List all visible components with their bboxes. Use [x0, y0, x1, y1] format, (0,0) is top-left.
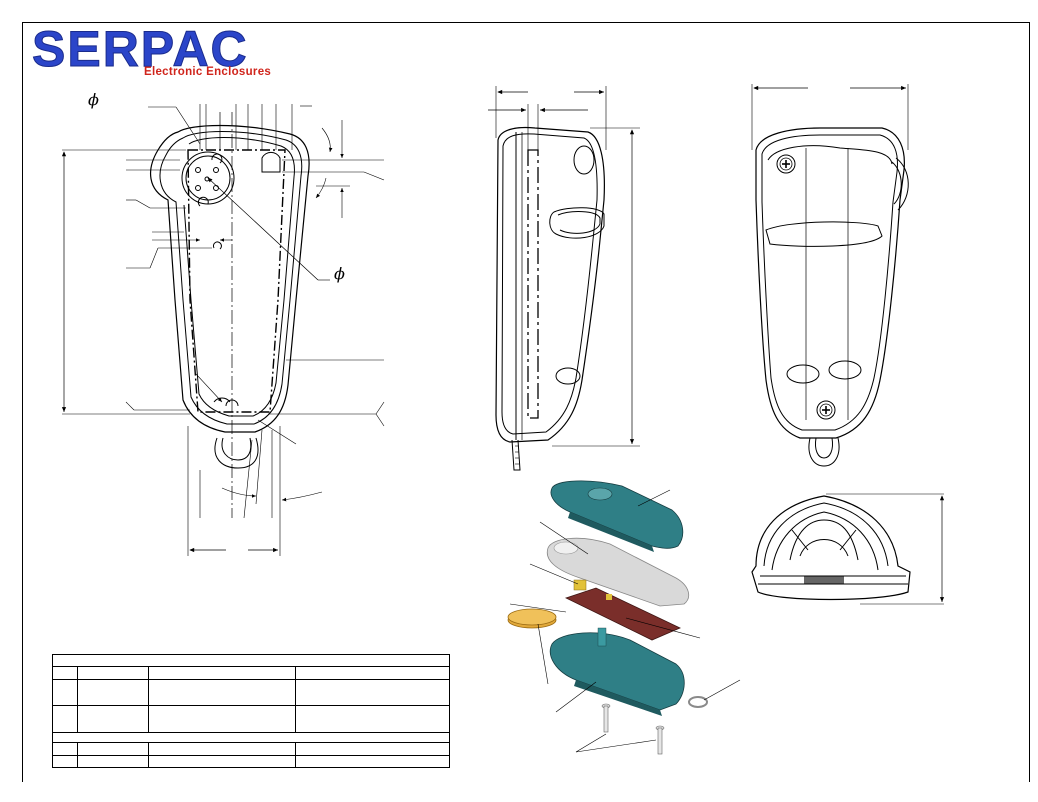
table-cell [52, 705, 78, 734]
table-cell [77, 678, 149, 707]
exploded-view [507, 480, 741, 755]
side-view [488, 86, 640, 471]
back-view [751, 84, 909, 467]
table-cell [148, 705, 296, 734]
table-cell [52, 678, 78, 707]
diameter-symbol-mid: ϕ [334, 264, 345, 283]
top-view [61, 104, 385, 556]
table-cell [52, 742, 78, 756]
table-cell [148, 678, 296, 707]
table-cell [77, 754, 149, 769]
logo-tagline: Electronic Enclosures [144, 66, 272, 78]
table-cell [295, 754, 450, 769]
table-cell [295, 705, 450, 734]
table-section-row [52, 732, 450, 744]
phillips-screw-icon-bottom [816, 400, 836, 420]
table-cell [77, 742, 149, 756]
phillips-screw-icon [776, 154, 796, 174]
table-cell [148, 666, 296, 680]
table-cell [52, 666, 78, 680]
drawing-border [22, 22, 1030, 782]
table-cell [148, 742, 296, 756]
table-cell [148, 754, 296, 769]
serpac-logo: SERPAC Electronic Enclosures [32, 21, 302, 79]
end-view [751, 493, 945, 605]
parts-table [52, 653, 450, 769]
table-cell [52, 754, 78, 769]
table-cell [77, 666, 149, 680]
table-cell [295, 666, 450, 680]
diameter-symbol-top: ϕ [88, 90, 99, 109]
logo-wordmark: SERPAC [32, 21, 249, 78]
table-cell [77, 705, 149, 734]
table-cell [295, 742, 450, 756]
table-cell [295, 678, 450, 707]
table-header-row [52, 653, 450, 668]
